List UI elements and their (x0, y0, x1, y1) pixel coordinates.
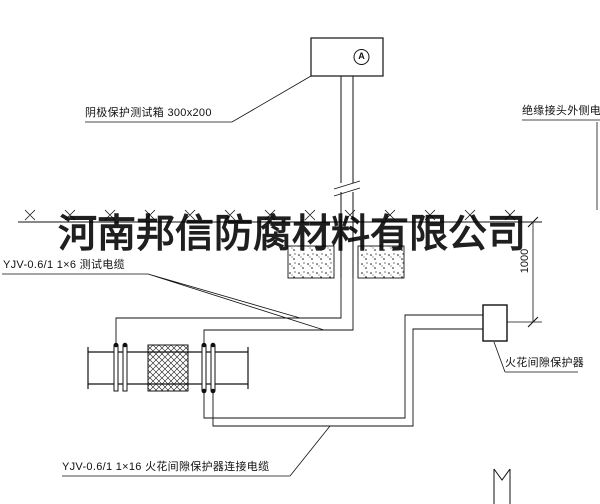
weld-dot (113, 342, 119, 348)
label-test-cable: YJV-0.6/1 1×6 测试电缆 (3, 259, 125, 271)
dimension-line (507, 222, 542, 323)
spark-gap-cable-1 (203, 314, 483, 419)
ammeter-letter: A (358, 51, 365, 61)
test-cable-2 (203, 278, 354, 345)
weld-dot (201, 342, 207, 348)
flange-plate-left-a (113, 344, 119, 392)
test-cable-label-leader (2, 273, 325, 331)
weld-dot (122, 342, 128, 348)
concrete-block-right (357, 245, 405, 279)
flange-plate-right-b (210, 344, 216, 392)
label-insulated-joint-outer-cable: 绝缘接头外侧电缆 (522, 105, 600, 117)
dimension-ticks (527, 216, 539, 328)
conduit-break-symbol (333, 180, 361, 197)
outer-cable-label-leader (522, 119, 600, 210)
company-watermark: 河南邦信防腐材料有限公司 (58, 213, 527, 256)
flange-plate-right-a (201, 344, 207, 392)
grade-x-marks (24, 209, 516, 221)
test-box-outline (310, 37, 384, 77)
connection-cable-label-leader (62, 425, 331, 477)
spark-gap-cable-2 (212, 328, 483, 427)
label-spark-gap-connection-cable: YJV-0.6/1 1×16 火花间隙保护器连接电缆 (62, 461, 270, 473)
bottom-right-pipe-symbol (493, 468, 511, 504)
label-spark-gap-protector: 火花间隙保护器 (505, 357, 585, 369)
test-cable-1 (115, 278, 342, 345)
weld-dot (210, 342, 216, 348)
spark-gap-label-leader (493, 341, 578, 373)
flange-plate-left-b (122, 344, 128, 392)
concrete-block-left (287, 245, 335, 279)
riser-conduit (340, 76, 354, 278)
label-test-box: 阴极保护测试箱 300x200 (85, 107, 212, 119)
spark-gap-protector (482, 304, 508, 342)
test-box-label-leader (85, 75, 312, 123)
insulating-joint (147, 344, 189, 392)
ammeter-circle-icon (353, 49, 370, 65)
